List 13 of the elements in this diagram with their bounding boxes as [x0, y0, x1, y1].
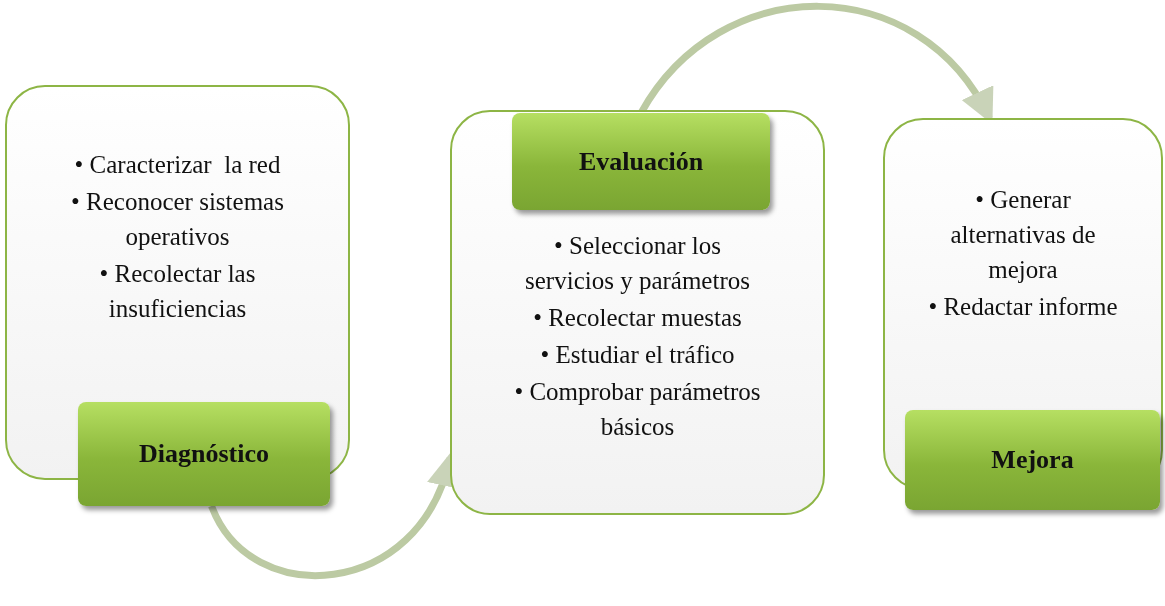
bullet-item: • Redactar informe: [928, 292, 1118, 322]
stage-title-box: Mejora: [905, 410, 1160, 510]
stage-title-box: Diagnóstico: [78, 402, 330, 506]
bullet-item: • Comprobar parámetros básicos: [514, 377, 761, 442]
bullet-item: • Recolectar las insuficiencias: [98, 259, 257, 324]
bullet-item: • Seleccionar los servicios y parámetros: [524, 231, 751, 296]
stage-title-box: Evaluación: [512, 113, 770, 210]
bullet-item: • Estudiar el tráfico: [540, 340, 735, 370]
bullet-item: • Caracterizar la red: [74, 150, 281, 180]
stage-panel: [450, 110, 825, 515]
bullet-item: • Recolectar muestas: [533, 303, 742, 333]
bullet-item: • Reconocer sistemas operativos: [70, 187, 285, 252]
bullet-item: • Generar alternativas de mejora: [949, 185, 1097, 285]
